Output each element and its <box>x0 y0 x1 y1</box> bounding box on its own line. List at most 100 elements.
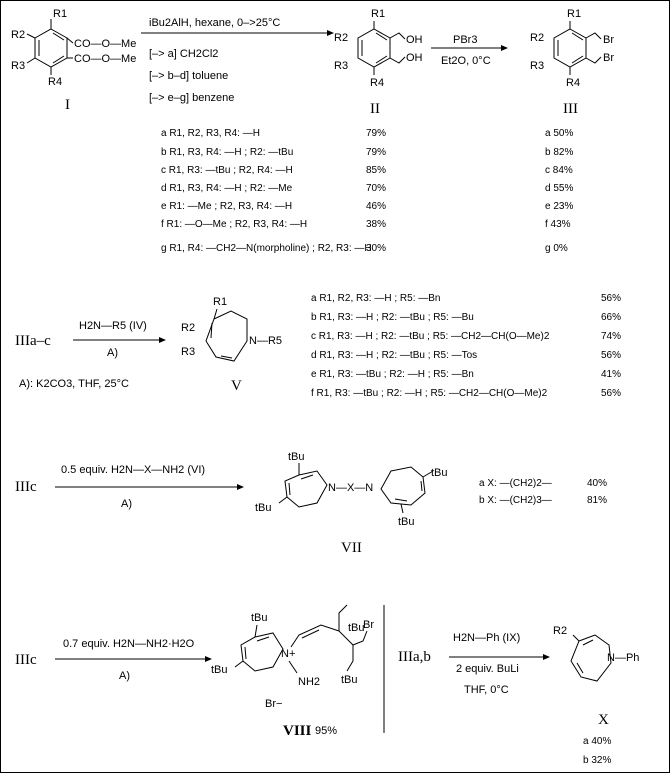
yield-a: 56% <box>601 293 621 304</box>
bond-ester <box>66 37 74 44</box>
compound-X-structure: R2 N—Ph <box>553 625 639 682</box>
benzene-ring <box>357 28 391 68</box>
azepine-ring <box>205 310 248 362</box>
yield-f: 56% <box>601 388 621 399</box>
yield-II-c: 85% <box>366 165 386 176</box>
entry-row-f: f R1, R3: —tBu ; R2: —H ; R5: —CH2—CH(O—… <box>311 388 548 399</box>
ring-double-bond <box>394 498 408 502</box>
aromatic-bond <box>52 32 65 41</box>
substituent-table-2: a R1, R2, R3: —H ; R5: —Bn b R1, R3: —H … <box>311 293 621 399</box>
substituent-R1: R1 <box>371 8 385 20</box>
ch2oh-bond-bottom <box>389 56 406 64</box>
linker-N-X-N: N—X—N <box>328 482 373 494</box>
conditions-A: A) <box>107 347 118 359</box>
reagent-hydrazine: 0.7 equiv. H2N—NH2·H2O <box>63 638 195 650</box>
compound-I-structure: R1 R2 R3 R4 CO—O—Me CO—O—Me <box>11 8 136 88</box>
entry-row-e: e R1: —Me ; R2, R3, R4: —H <box>161 201 292 212</box>
yield-III-b: b 82% <box>545 147 573 158</box>
yield-e: 41% <box>601 369 621 380</box>
bromide-bottom: Br <box>603 52 614 64</box>
compound-label-II: II <box>370 101 380 117</box>
footnote-conditions-A: A): K2CO3, THF, 25°C <box>19 378 129 390</box>
tBu-group: tBu <box>255 502 272 514</box>
tBu-group: tBu <box>251 612 268 624</box>
substituent-R1: R1 <box>53 8 67 20</box>
bond-tBu <box>278 496 288 504</box>
substituent-R4: R4 <box>370 77 384 89</box>
bond-R1 <box>213 308 218 320</box>
bond-R2 <box>572 634 580 642</box>
amino-group: NH2 <box>298 676 320 688</box>
compound-V-structure: R1 R2 R3 N—R5 <box>181 296 282 362</box>
yield-III-f: f 43% <box>545 219 571 230</box>
compound-label-I: I <box>65 97 70 113</box>
tBu-group: tBu <box>288 451 305 463</box>
start-IIIc: IIIc <box>15 479 37 495</box>
entry-row-c: c R1, R3: —tBu ; R2, R4: —H <box>161 165 293 176</box>
ring-double-bond <box>420 480 423 492</box>
compound-label-VII: VII <box>341 540 362 556</box>
ring-double-bond <box>576 662 584 674</box>
compound-VIII-structure: tBu tBu N+ NH2 tBu Br tBu Br− <box>211 604 374 710</box>
scheme-5: IIIa,b H2N—Ph (IX) 2 equiv. BuLi THF, 0°… <box>398 625 639 766</box>
yield-c: 74% <box>601 331 621 342</box>
substituent-R2: R2 <box>181 322 195 334</box>
yield-II-g: 30% <box>366 243 386 254</box>
compound-label-X: X <box>598 712 609 728</box>
conditions-BuLi: 2 equiv. BuLi <box>456 663 519 675</box>
substituent-R3: R3 <box>11 60 25 72</box>
compound-label-VIII: VIII <box>283 723 312 739</box>
entry-row-e: e R1, R3: —tBu ; R2: —H ; R5: —Bn <box>311 369 474 380</box>
aromatic-bond <box>375 55 388 64</box>
compound-label-III: III <box>563 101 578 117</box>
ring-double-bond <box>256 636 270 642</box>
compound-II-structure: R1 R2 R3 R4 OH OH <box>334 8 423 89</box>
scheme-2: IIIa–c H2N—R5 (IV) A) A): K2CO3, THF, 25… <box>15 293 621 399</box>
aromatic-bond <box>52 55 65 64</box>
hydroxyl-bottom: OH <box>406 52 423 64</box>
conditions-A: A) <box>121 498 132 510</box>
solvent-a: [–> a] CH2Cl2 <box>149 48 218 60</box>
substituent-R2: R2 <box>334 32 348 44</box>
bromide-top: Br <box>603 34 614 46</box>
entry-row-f: f R1: —O—Me ; R2, R3, R4: —H <box>161 219 307 230</box>
scheme-4: IIIc 0.7 equiv. H2N—NH2·H2O A) tBu tBu N… <box>15 604 374 739</box>
reagent-main: iBu2AlH, hexane, 0–>25°C <box>149 17 280 29</box>
entry-row-c: c R1, R3: —H ; R2: —tBu ; R5: —CH2—CH(O—… <box>311 331 550 342</box>
solvent-b-d: [–> b–d] toluene <box>149 70 228 82</box>
bond-N-NH2 <box>288 660 298 674</box>
yield-II-a: 79% <box>366 128 386 139</box>
compound-label-V: V <box>231 378 242 394</box>
substituent-table-1: a R1, R2, R3, R4: —H b R1, R3, R4: —H ; … <box>161 128 573 254</box>
bromide: Br <box>363 619 374 631</box>
scheme-3: IIIc 0.5 equiv. H2N—X—NH2 (VI) A) tBu tB… <box>15 451 607 556</box>
ester-group-bottom: CO—O—Me <box>74 53 136 65</box>
side-chain <box>338 604 348 631</box>
reagent-amine-IV: H2N—R5 (IV) <box>79 320 147 332</box>
substituent-R4: R4 <box>48 76 62 88</box>
entry-row-g: g R1, R4: —CH2—N(morpholine) ; R2, R3: —… <box>161 243 372 254</box>
substituent-R4: R4 <box>566 77 580 89</box>
hydroxyl-top: OH <box>406 34 423 46</box>
yield-III-a: a 50% <box>545 128 573 139</box>
aromatic-bond <box>375 32 388 41</box>
substituent-R3: R3 <box>334 60 348 72</box>
yield-b: b 32% <box>583 755 611 766</box>
entry-row-a: a R1, R2, R3, R4: —H <box>161 128 260 139</box>
aromatic-bond <box>571 32 584 41</box>
tBu-group: tBu <box>398 516 415 528</box>
substituent-R1: R1 <box>213 296 227 308</box>
compound-VII-structure: tBu tBu tBu tBu N—X—N <box>255 451 448 528</box>
arrowhead <box>205 656 212 662</box>
arrowhead <box>159 337 166 343</box>
bond-tBu <box>234 660 244 668</box>
start-IIIc: IIIc <box>15 652 37 668</box>
start-IIIa-b: IIIa,b <box>398 649 431 665</box>
conditions-A: A) <box>119 670 130 682</box>
ring-double-bond <box>288 482 291 496</box>
bromide-anion: Br− <box>265 698 282 710</box>
ch2oh-bond-top <box>389 32 406 40</box>
entry-row-b: b R1, R3, R4: —H ; R2: —tBu <box>161 147 293 158</box>
